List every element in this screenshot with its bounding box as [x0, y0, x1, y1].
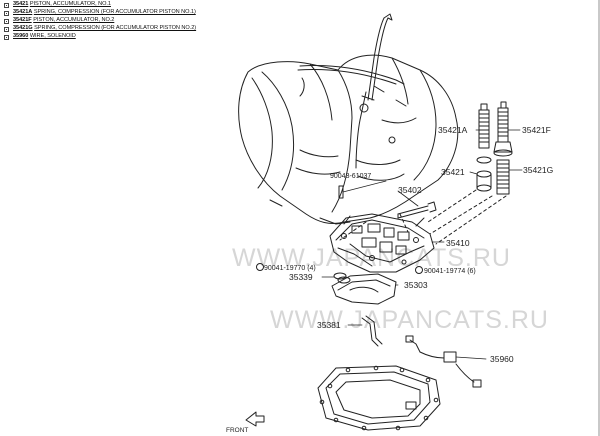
oil-strainer-35303-drawing [331, 273, 397, 305]
legend-item-name[interactable]: SPRING, COMPRESSION (FOR ACCUMULATOR PIS… [33, 9, 196, 15]
legend-item-code[interactable]: 35421F [13, 17, 32, 23]
label-35339: 35339 [289, 272, 313, 282]
frame-edge [598, 0, 600, 436]
legend-item-code[interactable]: 35960 [13, 33, 29, 39]
legend-item-text: 35421F PISTON, ACCUMULATOR, NO.2 [13, 17, 114, 24]
legend-item-35960[interactable]: 35960 WIRE, SOLENOID [2, 33, 207, 40]
legend-item-name[interactable]: PISTON, ACCUMULATOR, NO.2 [33, 17, 115, 23]
valve-body-35410-drawing [329, 213, 435, 273]
label-35410: 35410 [446, 238, 470, 248]
bolt-35402-drawing [397, 201, 437, 219]
expand-icon[interactable] [4, 27, 9, 32]
legend-item-code[interactable]: 35421 [13, 1, 29, 7]
watermark-japancats-lower: WWW.JAPANCATS.RU [270, 306, 549, 334]
legend-item-text: 35960 WIRE, SOLENOID [13, 33, 76, 40]
label-35402: 35402 [398, 185, 422, 195]
legend-item-35421F[interactable]: 35421F PISTON, ACCUMULATOR, NO.2 [2, 17, 207, 24]
label-90043-61037: 90043-61037 [330, 173, 371, 180]
legend-item-35421G[interactable]: 35421G SPRING, COMPRESSION (FOR ACCUMULA… [2, 25, 207, 32]
legend-item-text: 35421A SPRING, COMPRESSION (FOR ACCUMULA… [13, 9, 196, 16]
legend-item-code[interactable]: 35421G [13, 25, 33, 31]
legend-item-text: 35421G SPRING, COMPRESSION (FOR ACCUMULA… [13, 25, 196, 32]
assembly-leader-lines [339, 189, 507, 245]
bolt-marker-right [415, 266, 423, 274]
label-leader-lines [321, 129, 523, 360]
label-35303: 35303 [404, 280, 428, 290]
accumulator-parts-drawing [476, 101, 513, 195]
label-35960: 35960 [490, 354, 514, 364]
watermark-japancats: WWW.JAPANCATS.RU [232, 244, 511, 272]
label-35381: 35381 [317, 320, 341, 330]
legend-item-name[interactable]: PISTON, ACCUMULATOR, NO.1 [29, 1, 111, 7]
expand-icon[interactable] [4, 3, 9, 8]
oring-35339-drawing [333, 272, 347, 280]
expand-icon[interactable] [4, 11, 9, 16]
solenoid-wire-35960-drawing [405, 335, 482, 388]
legend-item-35421[interactable]: 35421 PISTON, ACCUMULATOR, NO.1 [2, 1, 207, 8]
label-35421F: 35421F [522, 125, 551, 135]
legend-item-name[interactable]: SPRING, COMPRESSION (FOR ACCUMULATOR PIS… [34, 25, 197, 31]
legend-item-35421A[interactable]: 35421A SPRING, COMPRESSION (FOR ACCUMULA… [2, 9, 207, 16]
label-90041-19770: 90041-19770 (4) [264, 265, 316, 272]
legend-item-text: 35421 PISTON, ACCUMULATOR, NO.1 [13, 1, 111, 8]
front-arrow-icon [245, 411, 265, 427]
label-35421G: 35421G [523, 165, 553, 175]
label-90041-19774: 90041-19774 (6) [424, 268, 476, 275]
oil-pan-drawing [317, 365, 441, 431]
label-35421A: 35421A [438, 125, 468, 135]
tube-35381-drawing [361, 315, 383, 347]
transmission-case-drawing [238, 54, 459, 225]
legend-item-name[interactable]: WIRE, SOLENOID [29, 33, 76, 39]
dipstick-tube-drawing [297, 13, 405, 169]
expand-icon[interactable] [4, 35, 9, 40]
legend-item-code[interactable]: 35421A [13, 9, 33, 15]
expand-icon[interactable] [4, 19, 9, 24]
bolt-marker-left [256, 263, 264, 271]
front-label: FRONT [226, 427, 248, 434]
label-35421: 35421 [441, 167, 465, 177]
